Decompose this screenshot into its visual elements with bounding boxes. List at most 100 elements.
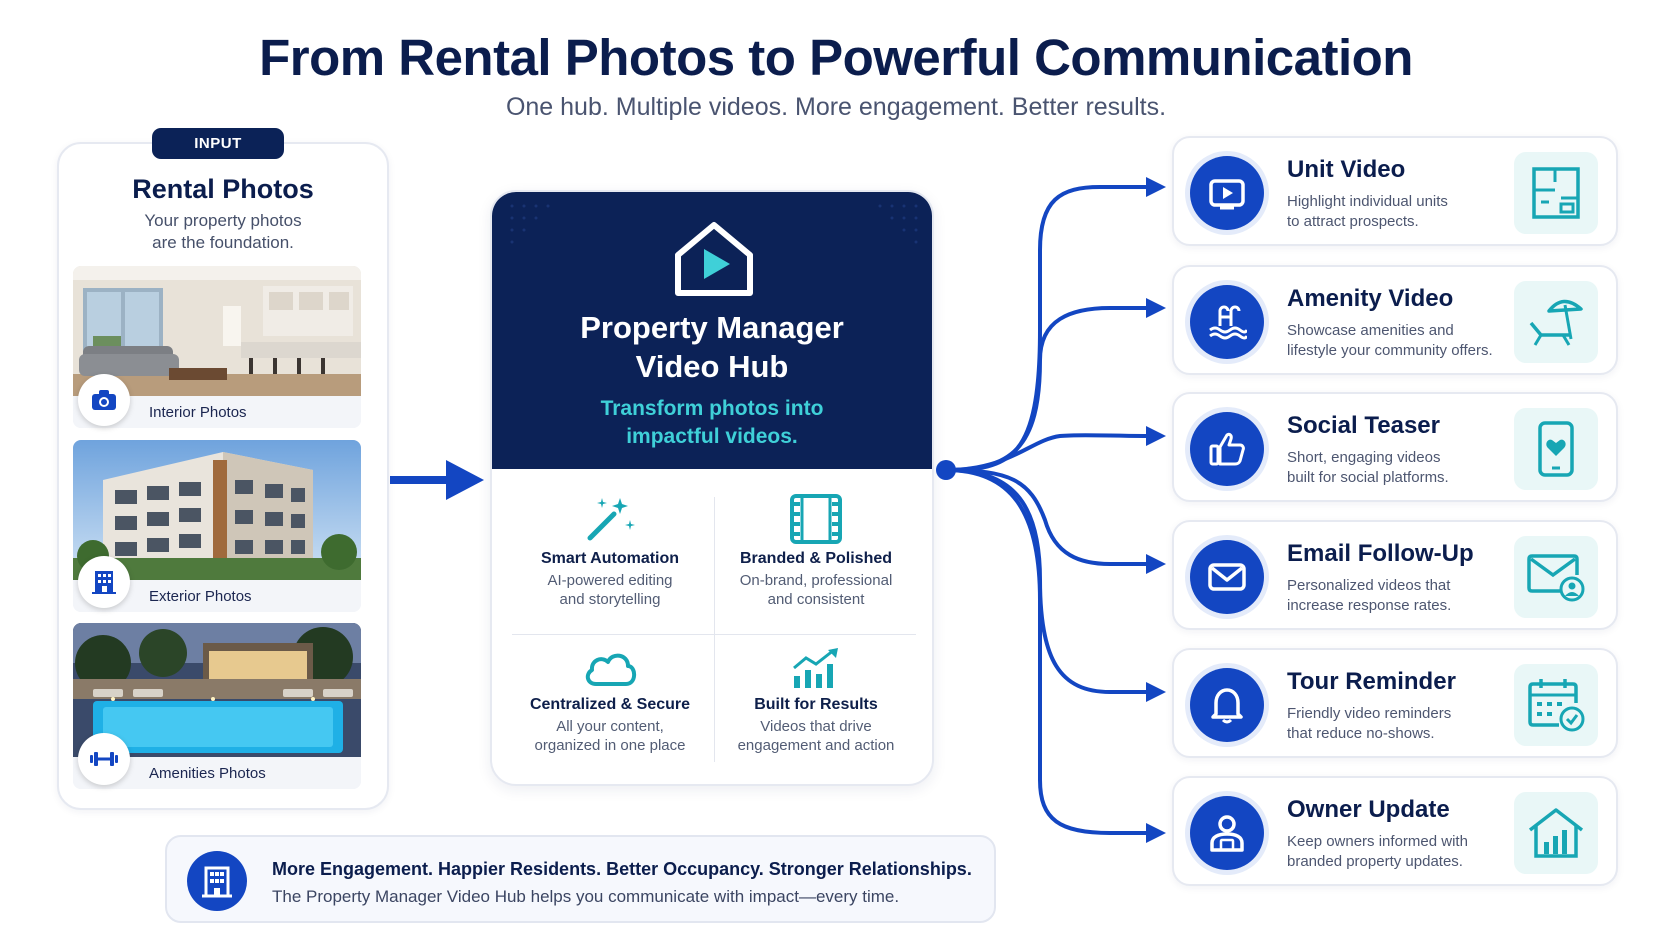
feature-smart-automation: Smart Automation AI-powered editing and s…	[510, 494, 710, 609]
output-desc: Short, engaging videos built for social p…	[1287, 448, 1502, 488]
feature-desc-line1: On-brand, professional	[739, 572, 893, 589]
output-desc-line2: lifestyle your community offers.	[1287, 342, 1493, 359]
feature-name: Smart Automation	[540, 550, 680, 567]
feature-desc-line2: organized in one place	[534, 737, 686, 754]
feature-branded-polished: Branded & Polished On-brand, professiona…	[716, 494, 916, 609]
video-player-icon	[1190, 156, 1264, 230]
bell-icon	[1190, 668, 1264, 742]
feature-name: Branded & Polished	[739, 550, 893, 567]
output-desc-line1: Personalized videos that	[1287, 577, 1451, 594]
pool-icon	[1190, 285, 1264, 359]
page-title: From Rental Photos to Powerful Communica…	[259, 29, 1413, 86]
hub-dot-pattern	[510, 204, 918, 244]
feature-desc-line1: Videos that drive	[760, 718, 872, 735]
output-tour-reminder[interactable]: Tour Reminder Friendly video reminders th…	[1172, 648, 1618, 758]
input-arrow	[390, 460, 484, 500]
owner-icon	[1190, 796, 1264, 870]
output-title: Email Follow-Up	[1287, 540, 1474, 567]
bottom-banner: More Engagement. Happier Residents. Bett…	[165, 835, 996, 923]
output-title: Social Teaser	[1287, 412, 1440, 439]
output-desc-line1: Friendly video reminders	[1287, 705, 1452, 722]
feature-desc-line2: and consistent	[767, 591, 865, 608]
feature-centralized-secure: Centralized & Secure All your content, or…	[510, 648, 710, 755]
output-owner-update[interactable]: Owner Update Keep owners informed with br…	[1172, 776, 1618, 886]
output-title: Owner Update	[1287, 796, 1450, 823]
envelope-icon	[1190, 540, 1264, 614]
output-desc-line2: branded property updates.	[1287, 853, 1463, 870]
growth-chart-icon	[793, 648, 838, 688]
office-building-icon	[187, 851, 247, 911]
output-title: Amenity Video	[1287, 285, 1454, 312]
hub-title-line2: Video Hub	[635, 349, 789, 384]
house-play-icon	[675, 222, 753, 296]
output-email-follow-up[interactable]: Email Follow-Up Personalized videos that…	[1172, 520, 1618, 630]
banner-subtext: The Property Manager Video Hub helps you…	[272, 887, 900, 906]
interior-scene-image	[73, 266, 361, 396]
feature-divider-horizontal	[512, 634, 916, 635]
feature-desc-line1: All your content,	[556, 718, 664, 735]
output-desc: Personalized videos that increase respons…	[1287, 576, 1502, 616]
feature-desc: AI-powered editing and storytelling	[510, 571, 710, 609]
hub-header: Property Manager Video Hub Transform pho…	[492, 192, 932, 469]
hub-tagline-line2: impactful videos.	[626, 425, 798, 448]
output-desc-line2: increase response rates.	[1287, 597, 1452, 614]
output-desc-line1: Highlight individual units	[1287, 193, 1448, 210]
phone-heart-icon	[1514, 408, 1598, 490]
feature-name: Built for Results	[754, 696, 878, 713]
hub-title: Property Manager Video Hub	[492, 308, 932, 386]
feature-desc: On-brand, professional and consistent	[716, 571, 916, 609]
building-icon	[78, 556, 130, 608]
output-desc-line1: Short, engaging videos	[1287, 449, 1441, 466]
feature-desc: Videos that drive engagement and action	[716, 717, 916, 755]
output-desc-line2: that reduce no-shows.	[1287, 725, 1435, 742]
output-desc-line2: built for social platforms.	[1287, 469, 1449, 486]
feature-desc-line2: and storytelling	[559, 591, 661, 608]
dumbbell-icon	[78, 733, 130, 785]
exterior-scene-image	[73, 440, 361, 580]
feature-desc: All your content, organized in one place	[510, 717, 710, 755]
calendar-check-icon	[1514, 664, 1598, 746]
output-desc: Keep owners informed with branded propert…	[1287, 832, 1502, 872]
feature-desc-line2: engagement and action	[737, 737, 895, 754]
output-desc: Highlight individual units to attract pro…	[1287, 192, 1502, 232]
hub-title-line1: Property Manager	[580, 310, 844, 345]
output-title: Tour Reminder	[1287, 668, 1456, 695]
banner-headline: More Engagement. Happier Residents. Bett…	[272, 859, 972, 879]
output-amenity-video[interactable]: Amenity Video Showcase amenities and life…	[1172, 265, 1618, 375]
film-strip-icon	[790, 494, 842, 544]
photo-interior[interactable]: Interior Photos	[73, 266, 361, 428]
feature-built-for-results: Built for Results Videos that drive engag…	[716, 648, 916, 755]
floor-plan-icon	[1514, 152, 1598, 234]
amenities-scene-image	[73, 623, 361, 757]
camera-icon	[78, 374, 130, 426]
hub-tagline: Transform photos into impactful videos.	[492, 395, 932, 451]
feature-desc-line1: AI-powered editing	[547, 572, 673, 589]
feature-name: Centralized & Secure	[529, 696, 691, 713]
photo-caption: Exterior Photos	[149, 588, 252, 605]
output-desc-line1: Keep owners informed with	[1287, 833, 1468, 850]
cloud-icon	[585, 653, 637, 686]
input-subtitle-line2: are the foundation.	[152, 233, 294, 252]
input-subtitle: Your property photos are the foundation.	[57, 210, 389, 254]
house-chart-icon	[1514, 792, 1598, 874]
page-subtitle: One hub. Multiple videos. More engagemen…	[505, 93, 1167, 121]
magic-wand-icon	[587, 498, 635, 541]
mail-user-icon	[1514, 536, 1598, 618]
input-badge: INPUT	[152, 128, 284, 159]
output-desc-line1: Showcase amenities and	[1287, 322, 1454, 339]
lounge-chair-icon	[1514, 281, 1598, 363]
output-title: Unit Video	[1287, 156, 1406, 183]
video-hub-card: Property Manager Video Hub Transform pho…	[490, 190, 934, 786]
input-subtitle-line1: Your property photos	[144, 211, 302, 230]
output-desc-line2: to attract prospects.	[1287, 213, 1419, 230]
photo-caption: Amenities Photos	[149, 765, 266, 782]
output-social-teaser[interactable]: Social Teaser Short, engaging videos buil…	[1172, 392, 1618, 502]
feature-divider-vertical	[714, 497, 715, 762]
photo-amenities[interactable]: Amenities Photos	[73, 623, 361, 789]
input-title: Rental Photos	[132, 174, 314, 204]
output-desc: Showcase amenities and lifestyle your com…	[1287, 321, 1502, 361]
thumbs-up-icon	[1190, 412, 1264, 486]
hub-tagline-line1: Transform photos into	[600, 397, 824, 420]
output-unit-video[interactable]: Unit Video Highlight individual units to …	[1172, 136, 1618, 246]
